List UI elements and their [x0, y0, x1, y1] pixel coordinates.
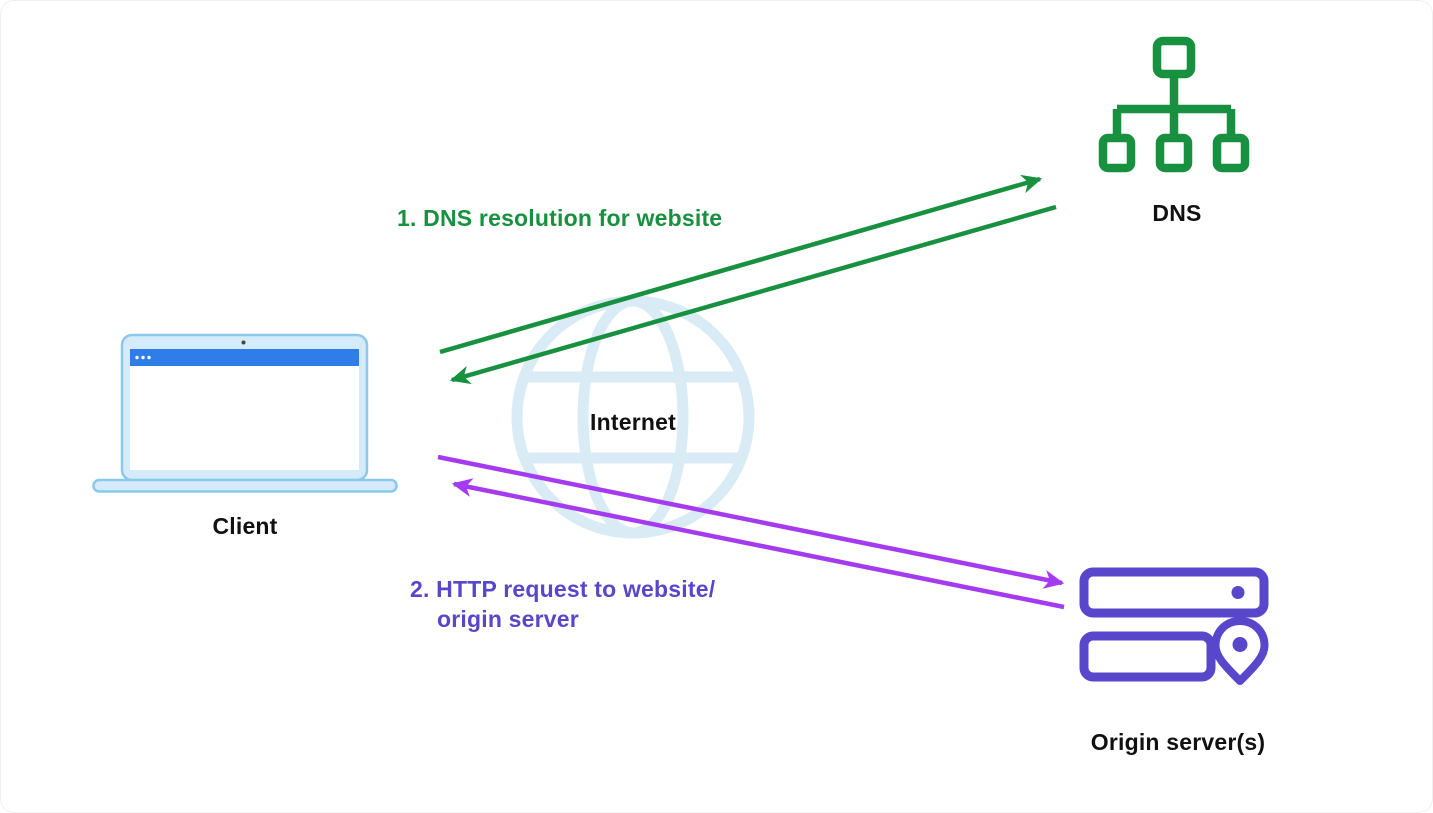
- laptop-screen: [130, 366, 359, 470]
- dns-hierarchy-icon: [1098, 36, 1250, 173]
- http-request-arrows: [437, 454, 1065, 610]
- location-pin-icon: [1211, 617, 1269, 685]
- client-label: Client: [212, 513, 278, 539]
- laptop-base: [92, 478, 398, 493]
- laptop-titlebar: [130, 349, 359, 366]
- arrow-origin-to-client: [451, 478, 1065, 610]
- http-request-flow-label-line1: 2. HTTP request to website/: [410, 576, 716, 602]
- internet-label: Internet: [590, 409, 676, 435]
- laptop-camera-dot: [241, 340, 246, 345]
- origin-server-icon: [1079, 567, 1269, 685]
- dns-resolution-flow-label: 1. DNS resolution for website: [397, 205, 723, 231]
- http-request-flow-label: 2. HTTP request to website/ origin serve…: [410, 574, 715, 634]
- arrow-client-to-origin: [437, 454, 1065, 589]
- arrow-dns-to-client: [449, 204, 1057, 385]
- dns-label: DNS: [1152, 200, 1202, 226]
- internet-globe-icon: [511, 295, 755, 539]
- http-request-flow-label-line2: origin server: [437, 606, 579, 632]
- dns-resolution-arrows: [439, 174, 1057, 385]
- client-laptop-icon: [92, 333, 398, 493]
- arrow-client-to-dns: [439, 174, 1043, 355]
- origin-server-label: Origin server(s): [1090, 729, 1266, 755]
- server-indicator-dot: [1231, 586, 1245, 599]
